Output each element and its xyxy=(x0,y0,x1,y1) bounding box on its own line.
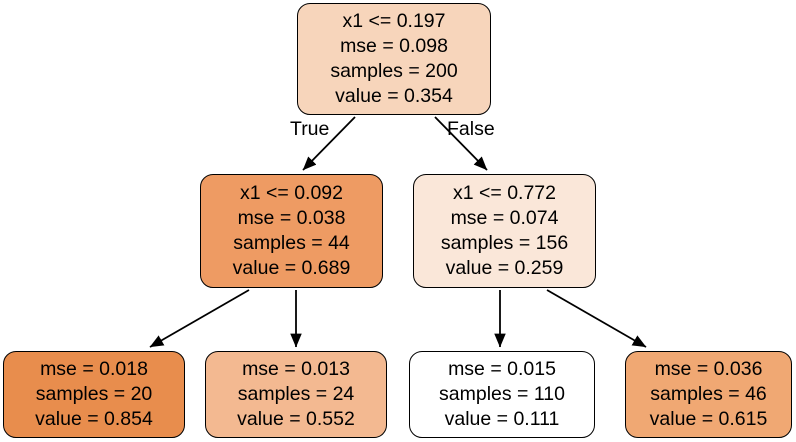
node-text-line: mse = 0.098 xyxy=(340,35,448,57)
edge-label-true: True xyxy=(290,118,330,140)
node-text-line: mse = 0.036 xyxy=(654,358,763,380)
node-text-line: mse = 0.074 xyxy=(450,207,559,229)
node-text-line: x1 <= 0.092 xyxy=(239,182,343,204)
node-text-line: samples = 46 xyxy=(650,383,767,405)
edge-label-false: False xyxy=(447,118,495,140)
node-text-line: samples = 20 xyxy=(35,383,153,405)
tree-node-node-right: x1 <= 0.772 mse = 0.074 samples = 156 value… xyxy=(413,174,596,288)
node-text-line: samples = 24 xyxy=(237,383,355,405)
tree-edge-node-right-to-leaf-4 xyxy=(546,289,647,348)
node-text-line: value = 0.354 xyxy=(335,85,453,107)
node-text-line: mse = 0.018 xyxy=(40,358,148,380)
node-text-line: samples = 200 xyxy=(330,60,458,82)
tree-node-node-left: x1 <= 0.092 mse = 0.038 samples = 44 value … xyxy=(200,174,383,288)
tree-node-root: x1 <= 0.197 mse = 0.098 samples = 200 value… xyxy=(297,3,491,115)
node-text-line: value = 0.689 xyxy=(232,257,351,279)
node-text-line: mse = 0.015 xyxy=(448,358,556,380)
node-text-line: value = 0.111 xyxy=(444,408,560,430)
node-text-line: samples = 110 xyxy=(439,383,565,405)
node-text-line: x1 <= 0.772 xyxy=(452,182,556,204)
node-text-line: value = 0.552 xyxy=(237,408,355,430)
node-text-line: x1 <= 0.197 xyxy=(342,10,446,32)
tree-node-leaf-2: mse = 0.013 samples = 24 value = 0.552 xyxy=(205,351,387,438)
node-text-line: samples = 44 xyxy=(233,232,350,254)
tree-node-leaf-1: mse = 0.018 samples = 20 value = 0.854 xyxy=(3,351,185,438)
node-text-line: value = 0.615 xyxy=(649,408,768,430)
node-text-line: samples = 156 xyxy=(440,232,569,254)
tree-edge-node-left-to-leaf-1 xyxy=(149,289,250,348)
node-text-line: mse = 0.013 xyxy=(242,358,350,380)
node-text-line: value = 0.854 xyxy=(35,408,153,430)
node-text-line: value = 0.259 xyxy=(445,257,564,279)
tree-node-leaf-4: mse = 0.036 samples = 46 value = 0.615 xyxy=(625,351,792,438)
tree-node-leaf-3: mse = 0.015 samples = 110 value = 0.111 xyxy=(409,351,595,438)
node-text-line: mse = 0.038 xyxy=(237,207,346,229)
